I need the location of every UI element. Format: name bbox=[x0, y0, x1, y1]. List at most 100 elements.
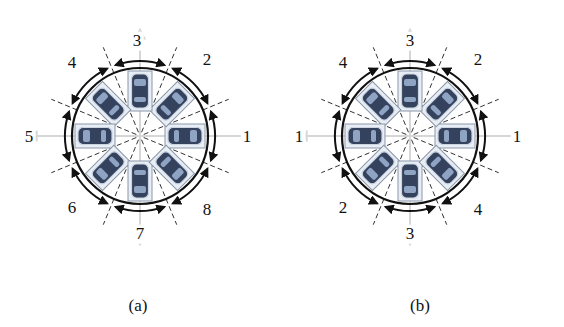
parking-slot bbox=[356, 145, 401, 190]
car-body bbox=[90, 86, 126, 122]
car-window bbox=[108, 156, 120, 168]
car-slot bbox=[345, 124, 385, 148]
car-slot bbox=[419, 145, 464, 190]
parking-slot bbox=[149, 145, 194, 190]
parking-slot bbox=[419, 145, 464, 190]
sector-number: 6 bbox=[66, 199, 79, 218]
sector-number: 1 bbox=[293, 128, 306, 147]
parking-slot bbox=[356, 82, 401, 127]
sector-number: 3 bbox=[404, 225, 417, 244]
subfigure-caption: (b) bbox=[408, 297, 432, 316]
sector-number: 1 bbox=[511, 128, 524, 147]
car-body bbox=[154, 150, 190, 186]
sector-arc bbox=[65, 112, 69, 161]
car-body bbox=[360, 150, 396, 186]
parking-slot bbox=[435, 124, 475, 148]
car-slot bbox=[356, 82, 401, 127]
car-window bbox=[101, 130, 106, 142]
carousel-figure bbox=[298, 30, 522, 244]
car-body bbox=[360, 86, 396, 122]
sector-number: 2 bbox=[201, 51, 214, 70]
car-slot bbox=[86, 145, 131, 190]
sector-number: 4 bbox=[472, 201, 485, 220]
car-window bbox=[430, 156, 442, 168]
carousel-ring bbox=[342, 68, 478, 204]
car-body bbox=[132, 74, 149, 108]
sector-number: 2 bbox=[337, 199, 350, 218]
car-window bbox=[160, 156, 172, 168]
sector-number: 7 bbox=[134, 225, 147, 244]
car-slot bbox=[356, 145, 401, 190]
subfigure-caption: (a) bbox=[127, 297, 150, 316]
car-slot bbox=[149, 145, 194, 190]
parking-slot bbox=[165, 124, 205, 148]
sector-number: 4 bbox=[337, 54, 350, 73]
car-window bbox=[460, 130, 467, 142]
sector-number: 1 bbox=[241, 128, 254, 147]
sector-arc bbox=[116, 61, 165, 65]
parking-slot bbox=[398, 71, 422, 111]
car-window bbox=[95, 91, 108, 104]
carousel-ring bbox=[72, 68, 208, 204]
car-body bbox=[168, 128, 202, 145]
car-window bbox=[441, 91, 454, 104]
car-slot bbox=[165, 124, 205, 148]
car-window bbox=[83, 130, 90, 142]
car-slot bbox=[128, 71, 152, 111]
sector-number: 5 bbox=[23, 128, 36, 147]
car-window bbox=[174, 130, 179, 142]
car-body bbox=[402, 74, 419, 108]
car-slot bbox=[398, 71, 422, 111]
sector-arc bbox=[335, 112, 339, 161]
sector-number: 8 bbox=[201, 201, 214, 220]
car-window bbox=[160, 104, 172, 116]
car-body bbox=[348, 128, 382, 145]
car-body bbox=[424, 86, 460, 122]
car-window bbox=[404, 97, 416, 102]
car-body bbox=[402, 164, 419, 198]
parking-slot bbox=[128, 71, 152, 111]
sector-number: 4 bbox=[66, 54, 79, 73]
car-body bbox=[438, 128, 472, 145]
sector-arc bbox=[211, 112, 215, 161]
car-slot bbox=[149, 82, 194, 127]
car-window bbox=[365, 167, 378, 180]
car-slot bbox=[435, 124, 475, 148]
car-body bbox=[90, 150, 126, 186]
sector-number: 3 bbox=[131, 32, 144, 51]
parking-slot bbox=[75, 124, 115, 148]
car-window bbox=[378, 104, 390, 116]
sector-arc bbox=[386, 61, 435, 65]
car-window bbox=[134, 170, 146, 175]
car-window bbox=[134, 186, 146, 193]
car-slot bbox=[75, 124, 115, 148]
sector-arc bbox=[116, 207, 165, 211]
car-slot bbox=[419, 82, 464, 127]
sector-arc bbox=[386, 207, 435, 211]
car-window bbox=[378, 156, 390, 168]
parking-slot bbox=[86, 145, 131, 190]
car-window bbox=[404, 186, 416, 193]
parking-slot bbox=[419, 82, 464, 127]
parking-slot bbox=[149, 82, 194, 127]
car-window bbox=[171, 91, 184, 104]
car-window bbox=[444, 130, 449, 142]
car-body bbox=[78, 128, 112, 145]
sector-number: 3 bbox=[404, 32, 417, 51]
car-window bbox=[371, 130, 376, 142]
car-body bbox=[132, 164, 149, 198]
parking-slot bbox=[128, 161, 152, 201]
sector-arc bbox=[481, 112, 485, 161]
car-window bbox=[171, 167, 184, 180]
car-window bbox=[134, 79, 146, 86]
parking-slot bbox=[86, 82, 131, 127]
car-window bbox=[190, 130, 197, 142]
car-window bbox=[365, 91, 378, 104]
car-window bbox=[108, 104, 120, 116]
car-window bbox=[404, 79, 416, 86]
sector-number: 2 bbox=[472, 51, 485, 70]
parking-slot bbox=[398, 161, 422, 201]
car-slot bbox=[398, 161, 422, 201]
car-window bbox=[404, 170, 416, 175]
